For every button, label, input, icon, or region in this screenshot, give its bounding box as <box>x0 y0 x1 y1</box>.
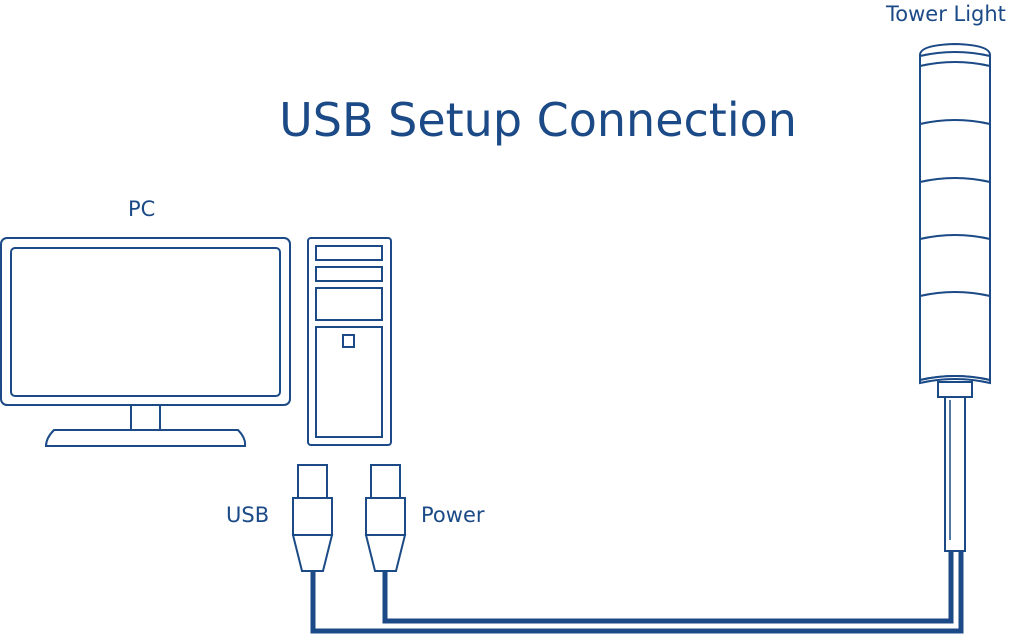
pc-tower-icon <box>307 237 392 446</box>
tower-light-label: Tower Light <box>886 2 1006 26</box>
tower-light-icon <box>919 42 991 552</box>
usb-cable <box>310 551 964 634</box>
diagram-title: USB Setup Connection <box>279 93 797 147</box>
usb-connector-icon <box>291 464 334 572</box>
power-label: Power <box>421 503 485 527</box>
power-connector-icon <box>364 464 407 572</box>
usb-label: USB <box>226 503 270 527</box>
monitor-icon <box>0 237 291 447</box>
power-cable <box>382 551 954 624</box>
pc-label: PC <box>128 197 156 221</box>
